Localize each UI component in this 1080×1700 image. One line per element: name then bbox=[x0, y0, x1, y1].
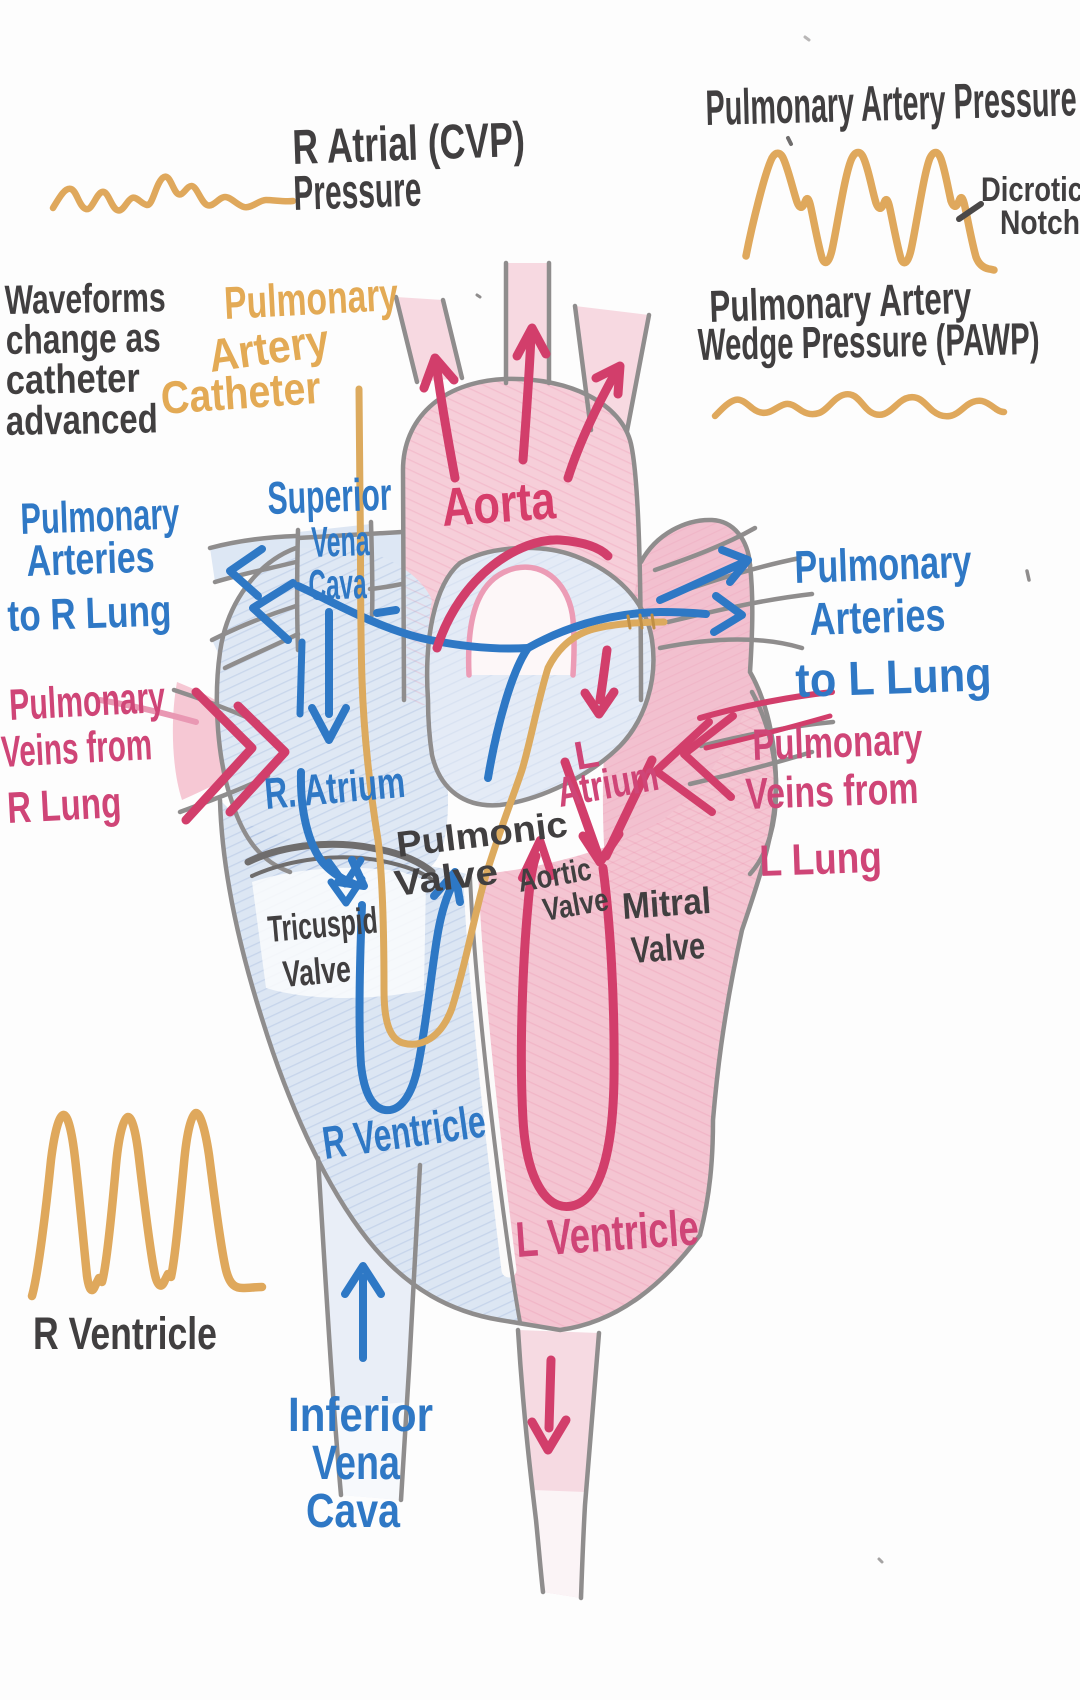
svg-text:Pulmonary: Pulmonary bbox=[8, 672, 166, 729]
svg-text:to R Lung: to R Lung bbox=[7, 587, 173, 641]
svg-text:Arteries: Arteries bbox=[26, 532, 156, 586]
svg-text:Veins from: Veins from bbox=[745, 764, 920, 819]
svg-text:Dicrotic: Dicrotic bbox=[981, 170, 1080, 209]
svg-text:Wedge Pressure (PAWP): Wedge Pressure (PAWP) bbox=[697, 315, 1040, 371]
svg-text:Valve: Valve bbox=[281, 948, 352, 995]
svg-text:Aorta: Aorta bbox=[440, 471, 558, 538]
svg-text:Pulmonary Artery: Pulmonary Artery bbox=[709, 273, 973, 332]
svg-text:Inferior: Inferior bbox=[288, 1387, 433, 1441]
svg-text:catheter: catheter bbox=[5, 356, 140, 404]
svg-text:R Lung: R Lung bbox=[6, 779, 122, 833]
svg-text:Superior: Superior bbox=[267, 469, 393, 524]
svg-text:Pulmonary Artery Pressure: Pulmonary Artery Pressure bbox=[705, 70, 1077, 136]
svg-text:Arteries: Arteries bbox=[809, 589, 947, 645]
svg-text:Notch: Notch bbox=[1000, 204, 1080, 242]
svg-text:Waveforms: Waveforms bbox=[4, 274, 166, 324]
svg-text:R Ventricle: R Ventricle bbox=[33, 1308, 217, 1359]
svg-text:Cava: Cava bbox=[308, 560, 368, 610]
svg-text:Vena: Vena bbox=[311, 517, 371, 567]
svg-text:R Atrial (CVP): R Atrial (CVP) bbox=[291, 112, 525, 175]
svg-text:advanced: advanced bbox=[5, 395, 158, 444]
svg-text:Veins from: Veins from bbox=[0, 719, 153, 776]
svg-text:Pulmonary: Pulmonary bbox=[20, 490, 181, 544]
svg-text:Catheter: Catheter bbox=[159, 362, 322, 425]
svg-text:Vena: Vena bbox=[312, 1437, 401, 1490]
svg-text:Cava: Cava bbox=[306, 1484, 400, 1538]
svg-text:Pressure: Pressure bbox=[292, 161, 422, 221]
svg-text:Pulmonary: Pulmonary bbox=[794, 535, 973, 593]
svg-text:Tricuspid: Tricuspid bbox=[266, 900, 379, 951]
svg-text:Pulmonary: Pulmonary bbox=[752, 716, 924, 771]
svg-text:change as: change as bbox=[5, 314, 161, 363]
svg-text:L Lung: L Lung bbox=[759, 832, 883, 886]
svg-text:R. Atrium: R. Atrium bbox=[263, 758, 408, 819]
svg-text:L Ventricle: L Ventricle bbox=[514, 1200, 701, 1269]
svg-text:to L Lung: to L Lung bbox=[794, 647, 992, 707]
svg-text:Mitral: Mitral bbox=[621, 880, 713, 927]
svg-text:Valve: Valve bbox=[630, 926, 707, 972]
svg-text:Pulmonary: Pulmonary bbox=[223, 269, 400, 329]
